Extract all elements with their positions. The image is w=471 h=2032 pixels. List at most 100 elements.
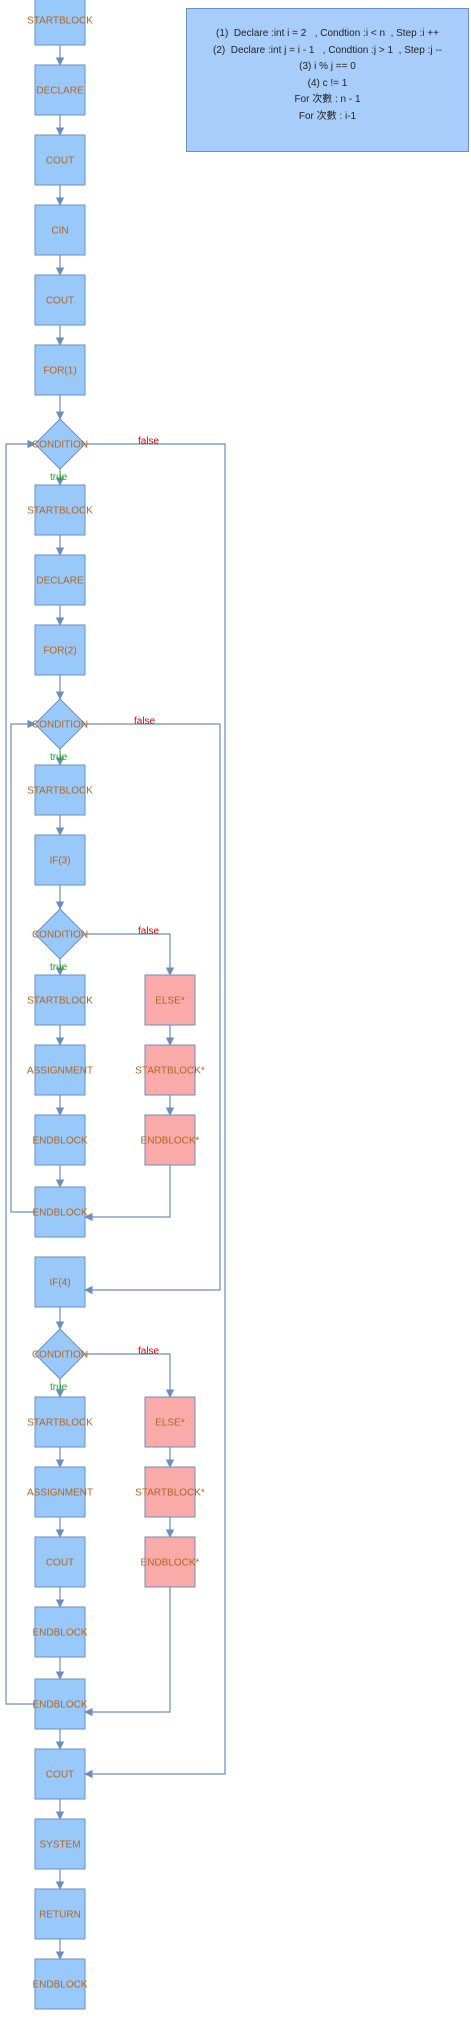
diamond-shape <box>34 418 86 470</box>
box-shape <box>34 1818 86 1870</box>
node-label: DECLARE <box>36 86 84 97</box>
node-label: SYSTEM <box>39 1840 80 1851</box>
node-n23: SYSTEM <box>34 1818 86 1870</box>
node-label: STARTBLOCK <box>27 1418 93 1429</box>
node-label: ELSE* <box>155 996 185 1007</box>
box-shape <box>144 974 196 1026</box>
node-n25: ENDBLOCK <box>32 1958 88 2010</box>
box-shape <box>34 1606 86 1658</box>
node-label: IF(3) <box>49 856 70 867</box>
node-label: STARTBLOCK* <box>135 1488 205 1499</box>
true-label: true <box>50 1382 68 1393</box>
false-label: false <box>138 926 160 937</box>
node-label: COUT <box>46 156 74 167</box>
box-shape <box>144 1044 196 1096</box>
legend-line-6: For 次數 : i-1 <box>298 110 357 122</box>
node-label: CONDITION <box>32 720 88 731</box>
node-n17: STARTBLOCK <box>27 1396 93 1448</box>
node-label: DECLARE <box>36 576 84 587</box>
box-shape <box>34 484 86 536</box>
box-shape <box>144 1114 196 1166</box>
node-n22: COUT <box>34 1748 86 1800</box>
node-e4: ELSE* <box>144 1396 196 1448</box>
node-label: STARTBLOCK* <box>135 1066 205 1077</box>
legend-line-1: (1) Declare :int i = 2 , Condtion :i < n… <box>216 28 439 39</box>
diamond-shape <box>34 1328 86 1380</box>
diamond-shape <box>34 908 86 960</box>
box-shape <box>34 1678 86 1730</box>
node-e1: ELSE* <box>144 974 196 1026</box>
legend-line-4: (4) c != 1 <box>307 77 348 89</box>
node-n14: ENDBLOCK <box>32 1114 88 1166</box>
node-label: COUT <box>46 296 74 307</box>
node-label: STARTBLOCK <box>27 16 93 27</box>
node-n15: ENDBLOCK <box>32 1186 88 1238</box>
true-label: true <box>50 962 68 973</box>
box-shape <box>34 1748 86 1800</box>
box-shape <box>34 1536 86 1588</box>
node-label: STARTBLOCK <box>27 506 93 517</box>
node-c3: CONDITION <box>32 908 88 960</box>
node-c2: CONDITION <box>32 698 88 750</box>
legend-line-3: (3) i % j == 0 <box>299 61 356 72</box>
node-label: CIN <box>51 226 68 237</box>
node-label: RETURN <box>39 1910 81 1921</box>
node-n4: CIN <box>34 204 86 256</box>
node-n1: STARTBLOCK <box>27 0 93 46</box>
node-label: COUT <box>46 1558 74 1569</box>
node-label: FOR(2) <box>43 646 76 657</box>
legend-line-5: For 次數 : n - 1 <box>294 94 361 105</box>
node-n13: ASSIGNMENT <box>27 1044 93 1096</box>
box-shape <box>34 1396 86 1448</box>
node-label: ENDBLOCK <box>32 1136 87 1147</box>
box-shape <box>34 1114 86 1166</box>
box-shape <box>34 1958 86 2010</box>
false-label: false <box>134 716 156 727</box>
loop-back-arrow <box>10 719 36 1213</box>
node-label: CONDITION <box>32 440 88 451</box>
node-n16: IF(4) <box>34 1256 86 1308</box>
box-shape <box>34 1044 86 1096</box>
node-e5: STARTBLOCK* <box>135 1466 205 1518</box>
box-shape <box>144 1396 196 1448</box>
true-label: true <box>50 472 68 483</box>
box-shape <box>34 624 86 676</box>
box-shape <box>34 554 86 606</box>
node-label: ENDBLOCK <box>32 1208 87 1219</box>
box-shape <box>34 0 86 46</box>
node-n24: RETURN <box>34 1888 86 1940</box>
node-e2: STARTBLOCK* <box>135 1044 205 1096</box>
node-label: FOR(1) <box>43 366 76 377</box>
node-n12: STARTBLOCK <box>27 974 93 1026</box>
node-label: ELSE* <box>155 1418 185 1429</box>
node-n20: ENDBLOCK <box>32 1606 88 1658</box>
node-label: IF(4) <box>49 1278 70 1289</box>
node-label: ASSIGNMENT <box>27 1066 93 1077</box>
node-n5: COUT <box>34 274 86 326</box>
legend-line-2: (2) Declare :int j = i - 1 , Condtion :j… <box>213 44 442 56</box>
node-e3: ENDBLOCK* <box>141 1114 200 1166</box>
false-branch-arrow <box>84 723 221 1295</box>
box-shape <box>34 1888 86 1940</box>
node-n21: ENDBLOCK <box>32 1678 88 1730</box>
box-shape <box>34 1256 86 1308</box>
diamond-shape <box>34 698 86 750</box>
legend-box: (1) Declare :int i = 2 , Condtion :i < n… <box>186 8 469 152</box>
merge-arrow <box>84 1587 171 1717</box>
loop-back-arrow <box>5 439 36 1705</box>
false-label: false <box>138 1346 160 1357</box>
node-n11: IF(3) <box>34 834 86 886</box>
box-shape <box>34 134 86 186</box>
box-shape <box>144 1536 196 1588</box>
box-shape <box>34 764 86 816</box>
node-n19: COUT <box>34 1536 86 1588</box>
false-branch-arrow <box>85 1353 175 1398</box>
box-shape <box>34 204 86 256</box>
box-shape <box>34 274 86 326</box>
node-n10: STARTBLOCK <box>27 764 93 816</box>
node-label: ENDBLOCK <box>32 1700 87 1711</box>
node-label: COUT <box>46 1770 74 1781</box>
node-label: CONDITION <box>32 930 88 941</box>
box-shape <box>34 1466 86 1518</box>
